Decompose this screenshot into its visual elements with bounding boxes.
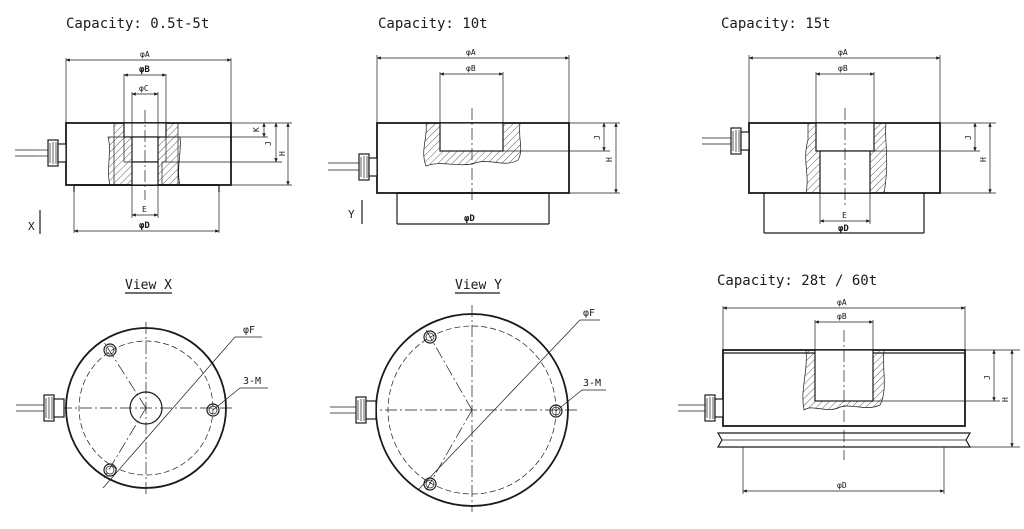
- dim-3M-y: 3-M: [583, 378, 601, 389]
- dim-E-3: E: [842, 211, 847, 220]
- view-marker-X: X: [28, 220, 35, 233]
- cable-gland-3: [702, 127, 750, 155]
- view-capacity-28t-60t: Capacity: 28t / 60t φA φB J H: [678, 273, 1020, 494]
- title-capacity-15t: Capacity: 15t: [721, 16, 831, 32]
- dim-E-1: E: [142, 205, 147, 214]
- dim-phiB-1: φB: [139, 65, 150, 75]
- view-marker-Y: Y: [348, 208, 355, 221]
- dim-phiD-2: φD: [464, 214, 475, 224]
- dim-phiB-2: φB: [466, 64, 476, 73]
- cable-gland-x: [16, 394, 65, 422]
- view-capacity-0-5-5t: Capacity: 0.5t-5t φA: [15, 16, 292, 234]
- cable-gland-y: [330, 396, 377, 424]
- cable-gland-2: [328, 153, 378, 181]
- dim-phiC-1: φC: [139, 84, 149, 93]
- dim-3M-x: 3-M: [243, 376, 261, 387]
- dim-phiD-1: φD: [139, 221, 150, 231]
- view-y: View Y φF 3-M: [330, 278, 606, 512]
- dim-J-2: J: [593, 135, 602, 140]
- title-capacity-0-5-5t: Capacity: 0.5t-5t: [66, 16, 209, 32]
- dim-phiF-y: φF: [583, 308, 595, 319]
- dim-phiB-3: φB: [838, 64, 848, 73]
- dim-H-1: H: [278, 151, 287, 156]
- dim-J-1: J: [264, 141, 273, 146]
- dim-phiA-4: φA: [837, 298, 847, 307]
- title-view-x: View X: [125, 278, 172, 293]
- title-view-y: View Y: [455, 278, 502, 293]
- dim-J-4: J: [983, 375, 992, 380]
- dim-H-3: H: [979, 157, 988, 162]
- dim-K-1: K: [252, 127, 261, 132]
- dim-phiB-4: φB: [837, 312, 847, 321]
- bolt-circle-x: [78, 340, 214, 476]
- dim-phiF-x: φF: [243, 325, 255, 336]
- view-capacity-15t: Capacity: 15t φA φB J H: [702, 16, 996, 234]
- cable-gland-1: [15, 139, 67, 167]
- dim-H-2: H: [605, 157, 614, 162]
- cable-gland-4: [678, 394, 724, 422]
- title-capacity-10t: Capacity: 10t: [378, 16, 488, 32]
- dim-H-4: H: [1001, 397, 1010, 402]
- dim-phiA-1: φA: [140, 50, 150, 59]
- view-capacity-10t: Capacity: 10t φA φB J H φD: [328, 16, 620, 225]
- view-x: View X φF 3-M: [16, 278, 268, 494]
- bolt-holes-x: [103, 343, 220, 477]
- dim-phiA-2: φA: [466, 48, 476, 57]
- dim-phiD-4: φD: [837, 481, 847, 490]
- bolt-holes-y: [423, 330, 563, 491]
- title-capacity-28t-60t: Capacity: 28t / 60t: [717, 273, 877, 289]
- dim-phiD-3: φD: [838, 224, 849, 234]
- dim-J-3: J: [964, 135, 973, 140]
- dim-phiA-3: φA: [838, 48, 848, 57]
